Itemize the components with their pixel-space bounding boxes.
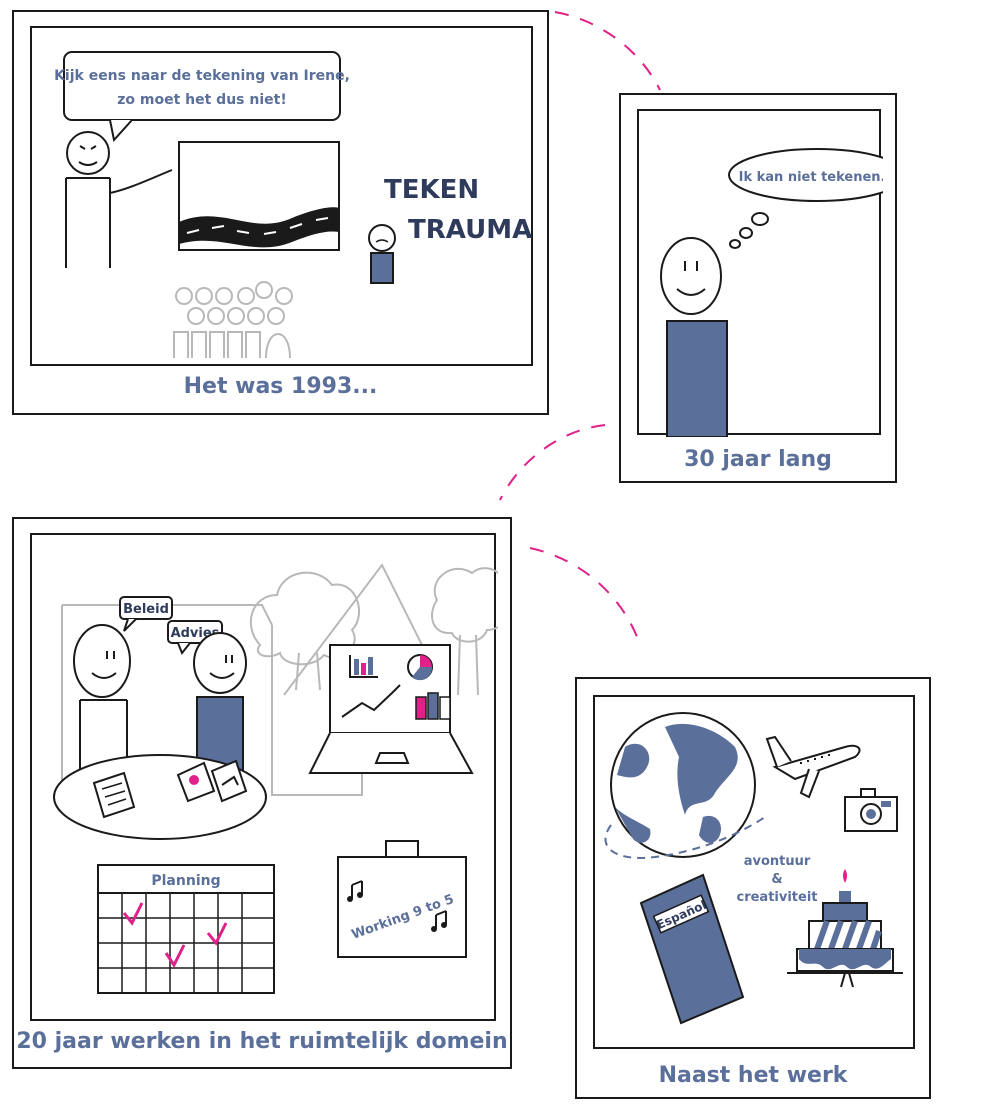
word-creativiteit: creativiteit [736, 890, 817, 905]
office-scene: Beleid Advies [53, 563, 511, 994]
beleid-text: Beleid [123, 602, 169, 617]
thinking-scene: Ik kan niet tekenen... [660, 148, 906, 438]
birthday-cake [787, 869, 903, 988]
briefcase: Working 9 to 5 [337, 840, 467, 958]
panel-30-jaar: Ik kan niet tekenen... 30 jaar lang [619, 93, 906, 483]
speech-line-1: Kijk eens naar de tekening van Irene, [54, 68, 350, 84]
hobby-scene: avontuur & creativiteit Español [604, 712, 903, 1025]
spanish-book: Español [639, 873, 745, 1025]
child-figure [368, 224, 396, 284]
planning-calendar: Planning [97, 864, 275, 994]
panel-werken-image: Beleid Advies [30, 533, 511, 1021]
classroom-scene: Kijk eens naar de tekening van Irene, zo… [54, 51, 532, 359]
panel-naast-het-werk-image: avontuur & creativiteit Español [593, 695, 915, 1049]
calendar-title: Planning [151, 873, 220, 889]
word-avontuur: avontuur [744, 854, 811, 869]
thought-text: Ik kan niet tekenen... [739, 170, 883, 185]
teacher-figure [65, 131, 173, 268]
person-figure [660, 237, 728, 438]
panel-1993: Kijk eens naar de tekening van Irene, zo… [12, 10, 549, 415]
camera-icon [844, 788, 898, 832]
word-and: & [771, 872, 782, 887]
person-left [73, 624, 131, 785]
panel-30-jaar-image: Ik kan niet tekenen... [637, 109, 906, 438]
trauma-word-teken: TEKEN [384, 175, 479, 205]
globe-icon [604, 712, 766, 859]
drawing-board [178, 141, 340, 251]
airplane-icon [765, 735, 861, 799]
panel-werken: Beleid Advies [12, 517, 512, 1069]
trauma-word-trauma: TRAUMA [408, 215, 532, 245]
meeting-table [53, 754, 267, 840]
caption-1993: Het was 1993... [183, 374, 378, 399]
speech-bubble: Kijk eens naar de tekening van Irene, zo… [54, 51, 350, 143]
words: avontuur & creativiteit [736, 854, 817, 905]
caption-naast-het-werk: Naast het werk [658, 1063, 848, 1088]
caption-werken: 20 jaar werken in het ruimtelijk domein [16, 1029, 508, 1054]
beleid-bubble: Beleid [119, 596, 173, 632]
classmates [173, 281, 293, 359]
caption-30-jaar: 30 jaar lang [684, 447, 832, 472]
panel-1993-image: Kijk eens naar de tekening van Irene, zo… [30, 26, 533, 366]
laptop [308, 644, 474, 774]
advies-bubble: Advies [167, 620, 223, 655]
panel-naast-het-werk: avontuur & creativiteit Español [575, 677, 931, 1099]
speech-line-2: zo moet het dus niet! [117, 92, 286, 108]
